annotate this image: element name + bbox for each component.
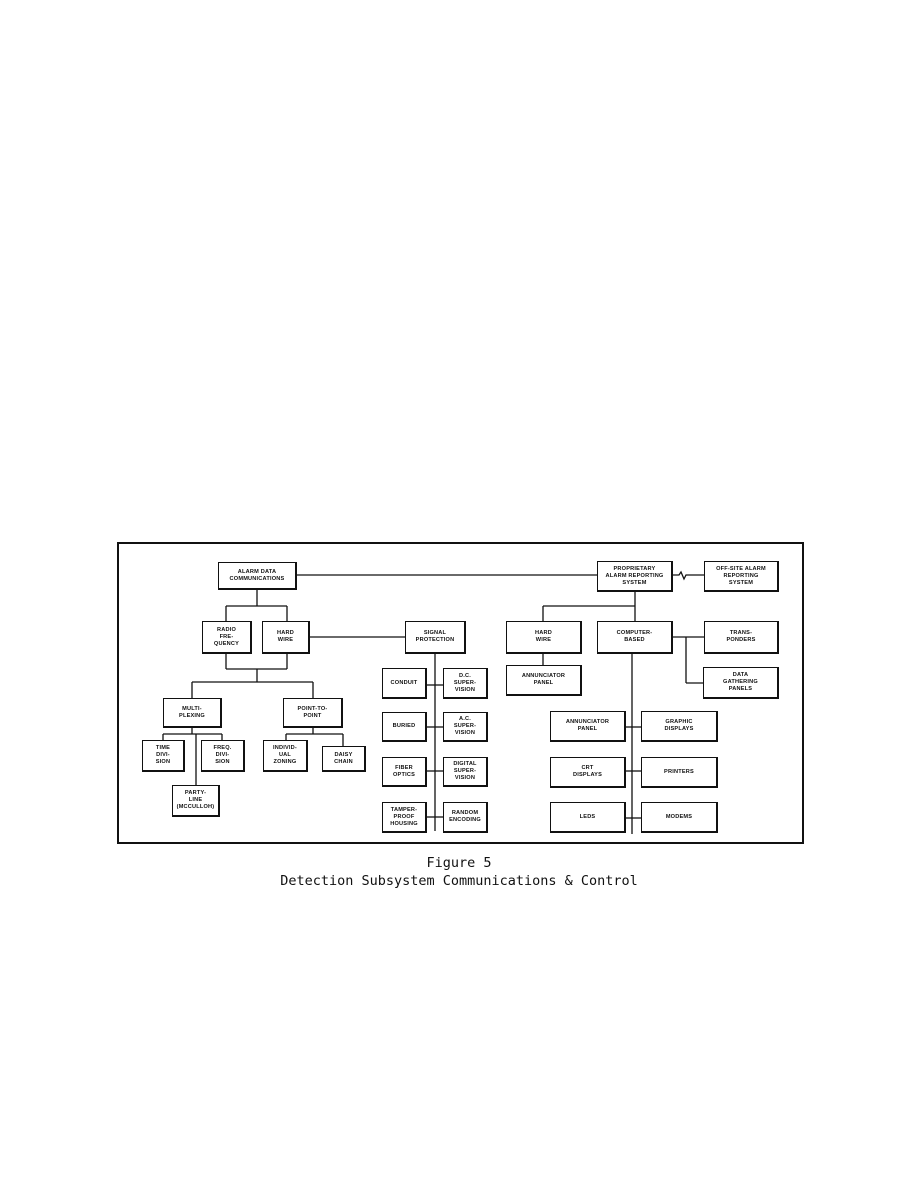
node-party-line: PARTY- LINE (MCCULLOH) <box>172 785 220 817</box>
node-alarm-data-communications: ALARM DATA COMMUNICATIONS <box>218 562 297 590</box>
node-annunciator-panel-1: ANNUNCIATOR PANEL <box>506 665 582 696</box>
node-hard-wire-left: HARD WIRE <box>262 621 310 654</box>
node-data-gathering-panels: DATA GATHERING PANELS <box>703 667 779 699</box>
node-annunciator-panel-2: ANNUNCIATOR PANEL <box>550 711 626 742</box>
node-off-site-alarm-reporting-system: OFF-SITE ALARM REPORTING SYSTEM <box>704 561 779 592</box>
diagram-frame <box>117 542 804 844</box>
node-computer-based: COMPUTER- BASED <box>597 621 673 654</box>
node-signal-protection: SIGNAL PROTECTION <box>405 621 466 654</box>
node-multiplexing: MULTI- PLEXING <box>163 698 222 728</box>
node-freq-division: FREQ. DIVI- SION <box>201 740 245 772</box>
node-random-encoding: RANDOM ENCODING <box>443 802 488 833</box>
node-proprietary-alarm-reporting-system: PROPRIETARY ALARM REPORTING SYSTEM <box>597 561 673 592</box>
node-ac-supervision: A.C. SUPER- VISION <box>443 712 488 742</box>
node-dc-supervision: D.C. SUPER- VISION <box>443 668 488 699</box>
figure-number: Figure 5 <box>426 855 492 871</box>
node-printers: PRINTERS <box>641 757 718 788</box>
node-daisy-chain: DAISY CHAIN <box>322 746 366 772</box>
node-individual-zoning: INDIVID- UAL ZONING <box>263 740 308 772</box>
figure-title: Detection Subsystem Communications & Con… <box>280 873 638 889</box>
node-hard-wire-right: HARD WIRE <box>506 621 582 654</box>
node-tamperproof-housing: TAMPER- PROOF HOUSING <box>382 802 427 833</box>
node-digital-supervision: DIGITAL SUPER- VISION <box>443 757 488 787</box>
node-radio-frequency: RADIO FRE- QUENCY <box>202 621 252 654</box>
node-time-division: TIME DIVI- SION <box>142 740 185 772</box>
node-transponders: TRANS- PONDERS <box>704 621 779 654</box>
node-modems: MODEMS <box>641 802 718 833</box>
node-crt-displays: CRT DISPLAYS <box>550 757 626 788</box>
node-buried: BURIED <box>382 712 427 742</box>
node-fiber-optics: FIBER OPTICS <box>382 757 427 787</box>
node-conduit: CONDUIT <box>382 668 427 699</box>
node-point-to-point: POINT-TO- POINT <box>283 698 343 728</box>
node-leds: LEDS <box>550 802 626 833</box>
node-graphic-displays: GRAPHIC DISPLAYS <box>641 711 718 742</box>
